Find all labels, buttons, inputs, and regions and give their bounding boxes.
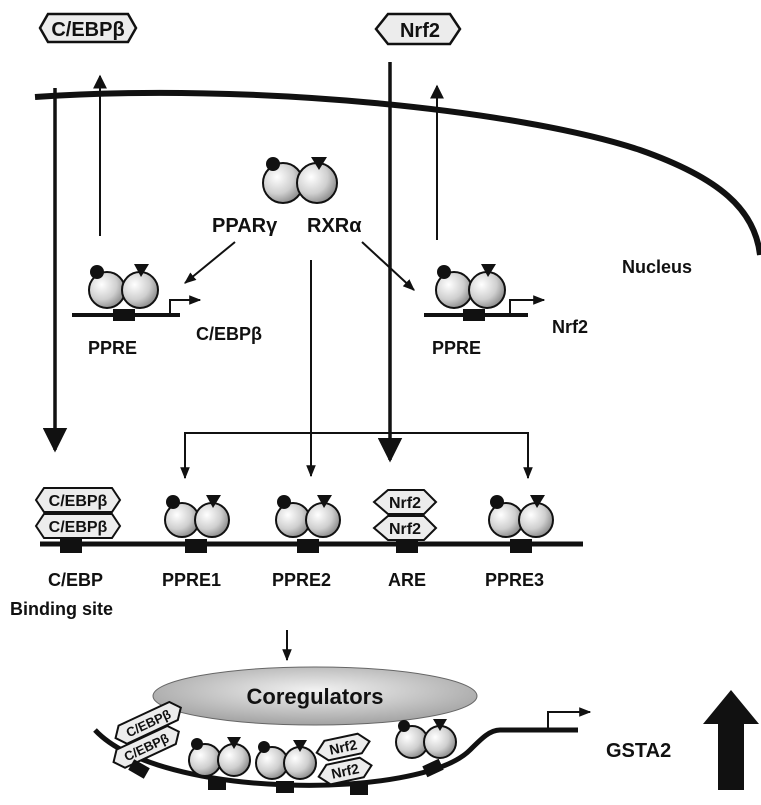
cebpb-hexagon-1: C/EBPβ: [49, 493, 108, 510]
ppre1-label: PPRE1: [162, 570, 221, 590]
ppar-rxr-heterodimer: [263, 157, 337, 203]
ppre3-label: PPRE3: [485, 570, 544, 590]
rxr-to-nrf2-arrow: [362, 242, 414, 290]
nrf2-hexagon-1: Nrf2: [389, 495, 421, 512]
rxr-label: RXRα: [307, 215, 362, 237]
nucleus-label: Nucleus: [622, 257, 692, 277]
ppar-label: PPARγ: [212, 215, 278, 237]
ppar-to-cebpb-arrow: [185, 242, 235, 283]
gsta2-label: GSTA2: [606, 740, 671, 762]
ppre2-label: PPRE2: [272, 570, 331, 590]
ppre-left-label: PPRE: [88, 338, 137, 358]
cebpb-top-hexagon: C/EBPβ: [40, 14, 136, 42]
ppre-bracket: [185, 433, 528, 476]
nrf2-top-hexagon: Nrf2: [376, 14, 460, 44]
cebpb-gene-label: C/EBPβ: [196, 324, 262, 344]
nrf2-gene-unit: [424, 264, 544, 321]
nrf2-top-label: Nrf2: [400, 20, 440, 42]
nrf2-gene-label: Nrf2: [552, 317, 588, 337]
gsta2-tss-arrow: [548, 712, 590, 730]
bent-cebpb-hexagons: C/EBPβ C/EBPβ: [109, 699, 185, 779]
cebpb-gene-unit: [72, 264, 200, 321]
coregulators-label: Coregulators: [247, 684, 384, 709]
upregulation-arrow-icon: [703, 690, 759, 790]
cebpb-hexagon-2: C/EBPβ: [49, 519, 108, 536]
binding-site-label: Binding site: [10, 599, 113, 619]
are-label: ARE: [388, 570, 426, 590]
cebpb-top-label: C/EBPβ: [51, 19, 124, 41]
ppre-right-label: PPRE: [432, 338, 481, 358]
cebp-site-label: C/EBP: [48, 570, 103, 590]
nuclear-membrane: [35, 93, 760, 255]
nrf2-hexagon-2: Nrf2: [389, 521, 421, 538]
